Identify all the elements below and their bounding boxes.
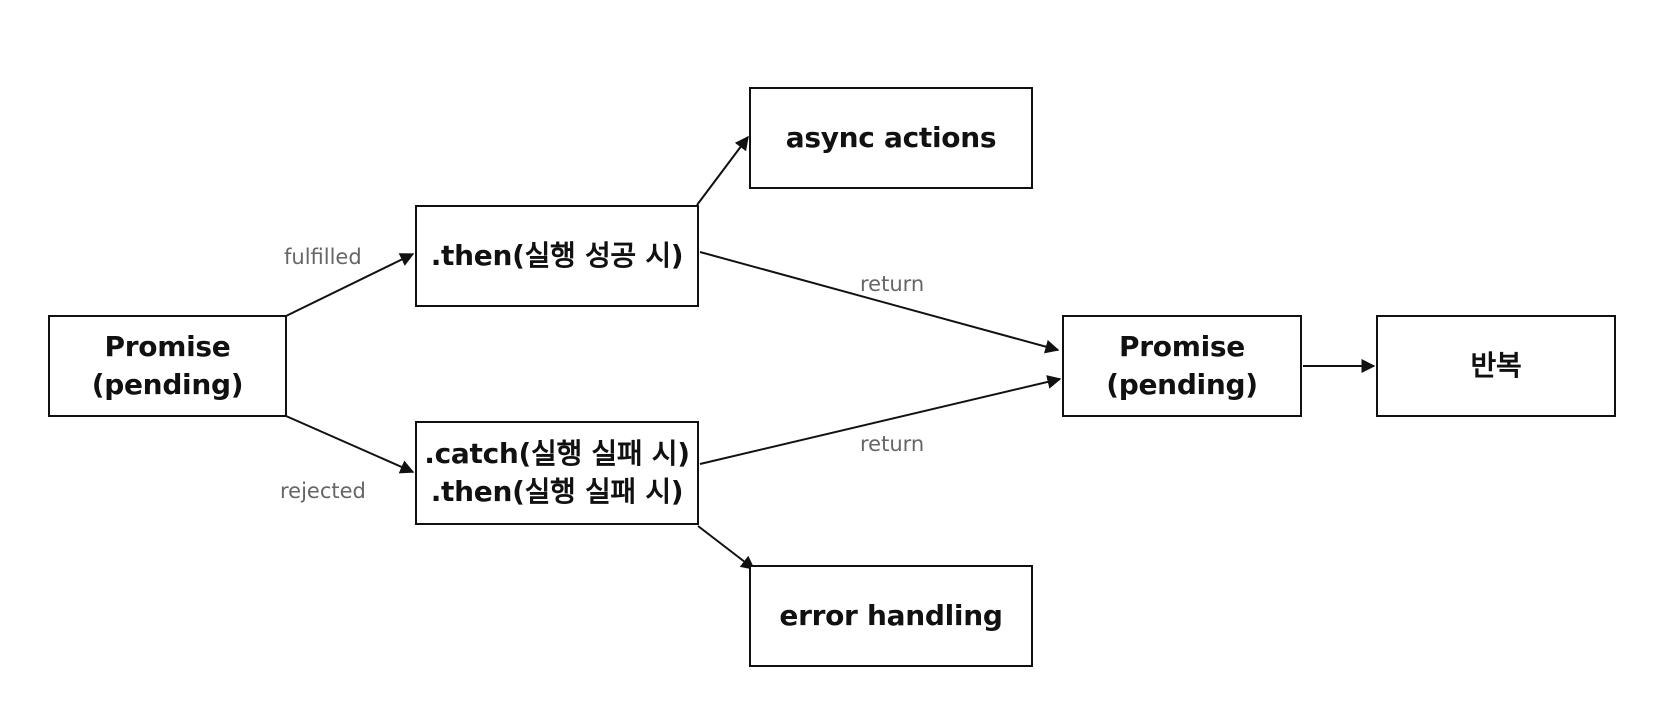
node-async-actions-line-1: async actions [785, 121, 997, 154]
node-promise-start: Promise (pending) [48, 315, 287, 417]
edge-label-rejected: rejected [280, 479, 366, 503]
node-promise-next-line-2: (pending) [1106, 368, 1258, 401]
node-catch-failure: .catch(실행 실패 시) .then(실행 실패 시) [415, 421, 699, 525]
edge-fulfilled-arrow [285, 253, 415, 317]
node-promise-start-line-1: Promise [104, 330, 231, 363]
edge-catch-to-error-arrow [697, 525, 756, 570]
edge-catch-return-arrow [699, 375, 1062, 465]
node-catch-failure-line-1: .catch(실행 실패 시) [424, 437, 690, 470]
node-promise-next-line-1: Promise [1119, 330, 1245, 363]
edge-then-return-arrow [699, 251, 1060, 354]
edge-label-return-bottom: return [860, 432, 925, 456]
node-error-handling-line-1: error handling [779, 599, 1003, 632]
node-error-handling: error handling [749, 565, 1033, 667]
node-then-success: .then(실행 성공 시) [415, 205, 699, 307]
node-promise-start-line-2: (pending) [91, 368, 244, 401]
node-repeat-line-1: 반복 [1470, 349, 1522, 382]
node-promise-next: Promise (pending) [1062, 315, 1302, 417]
node-async-actions: async actions [749, 87, 1033, 189]
node-repeat: 반복 [1376, 315, 1616, 417]
edge-rejected-arrow [285, 415, 415, 474]
edge-label-return-top: return [860, 272, 925, 296]
edge-then-to-async-arrow [696, 135, 749, 206]
node-catch-failure-line-2: .then(실행 실패 시) [430, 475, 684, 508]
node-then-success-line-1: .then(실행 성공 시) [430, 239, 684, 272]
edge-label-fulfilled: fulfilled [284, 245, 362, 269]
